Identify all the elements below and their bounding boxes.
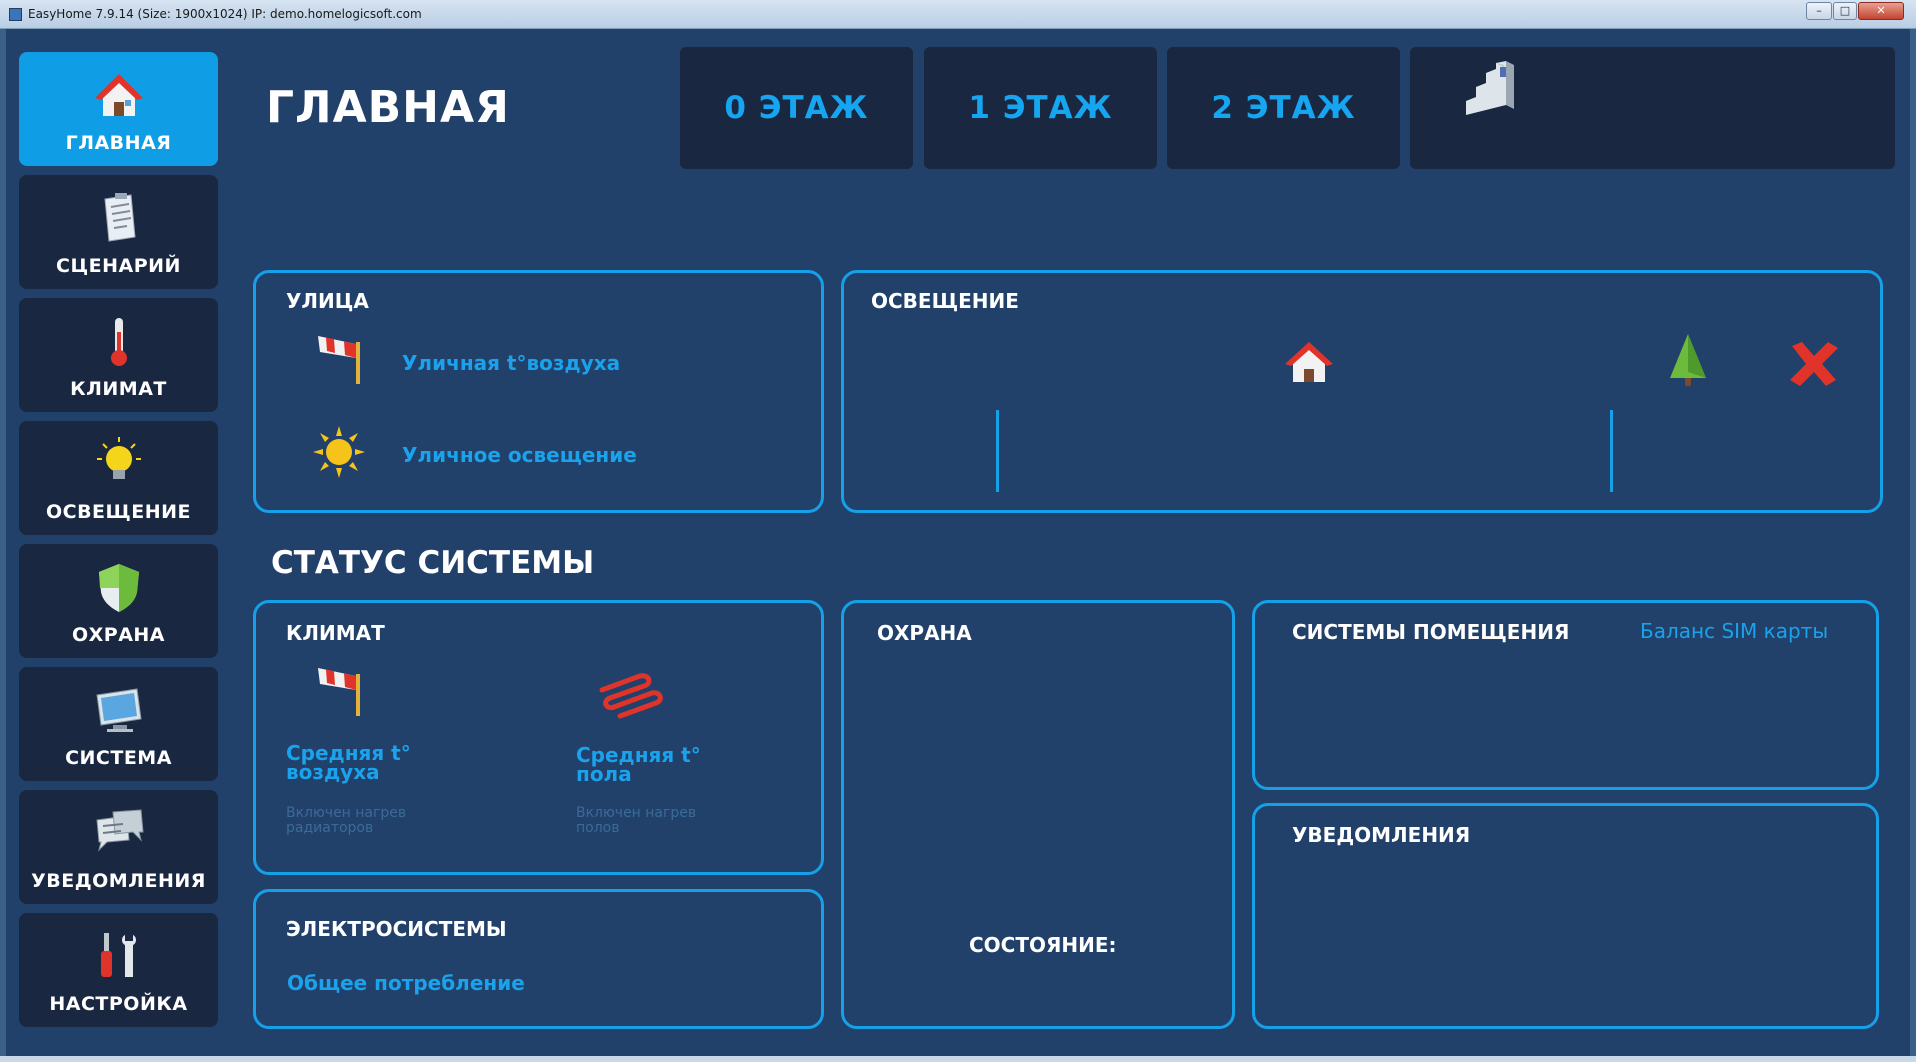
sidebar-item-label: ГЛАВНАЯ xyxy=(65,132,172,154)
climate-panel-title: КЛИМАТ xyxy=(286,621,385,645)
floor-heating-icon xyxy=(599,673,663,719)
home-icon xyxy=(94,74,143,116)
lighting-divider xyxy=(1610,410,1613,492)
system-status-title: СТАТУС СИСТЕМЫ xyxy=(271,545,595,581)
sidebar-item-label: ОХРАНА xyxy=(71,624,166,646)
app-area xyxy=(6,29,1910,1056)
close-x-icon[interactable] xyxy=(1784,340,1844,388)
sidebar-item-label: ОСВЕЩЕНИЕ xyxy=(45,501,191,523)
sidebar-item-scenario[interactable]: СЦЕНАРИЙ xyxy=(19,175,218,289)
tab-floor-2[interactable]: 2 ЭТАЖ xyxy=(1167,47,1400,169)
tab-floor-1[interactable]: 1 ЭТАЖ xyxy=(924,47,1157,169)
sidebar-item-lighting[interactable]: ОСВЕЩЕНИЕ xyxy=(19,421,218,535)
close-window-button[interactable]: ✕ xyxy=(1858,2,1904,20)
sun-icon xyxy=(313,426,365,478)
lighting-panel xyxy=(841,270,1883,513)
climate-panel xyxy=(253,600,824,875)
sidebar-item-label: УВЕДОМЛЕНИЯ xyxy=(31,870,206,892)
lighting-panel-title: ОСВЕЩЕНИЕ xyxy=(871,289,1019,313)
sidebar-item-home[interactable]: ГЛАВНАЯ xyxy=(19,52,218,166)
security-panel-title: ОХРАНА xyxy=(877,621,972,645)
window-titlebar: EasyHome 7.9.14 (Size: 1900x1024) IP: de… xyxy=(0,0,1916,29)
minimize-button[interactable]: – xyxy=(1806,2,1832,20)
sidebar-item-notifications[interactable]: УВЕДОМЛЕНИЯ xyxy=(19,790,218,904)
street-lighting-label[interactable]: Уличное освещение xyxy=(402,443,637,467)
street-panel-title: УЛИЦА xyxy=(286,289,369,313)
light-bulb-icon xyxy=(96,437,141,479)
electro-panel-title: ЭЛЕКТРОСИСТЕМЫ xyxy=(286,917,507,941)
tools-icon xyxy=(100,933,136,977)
room-systems-panel xyxy=(1252,600,1879,790)
climate-floor-status: Включен нагрев полов xyxy=(576,805,697,836)
tree-icon[interactable] xyxy=(1666,332,1710,390)
sidebar-item-security[interactable]: ОХРАНА xyxy=(19,544,218,658)
sidebar-item-label: СИСТЕМА xyxy=(65,747,172,769)
shield-icon xyxy=(98,564,139,612)
app-icon xyxy=(9,8,22,21)
windsock-icon xyxy=(318,668,360,716)
climate-air-status: Включен нагрев радиаторов xyxy=(286,805,407,836)
sidebar-item-climate[interactable]: КЛИМАТ xyxy=(19,298,218,412)
notifications-panel xyxy=(1252,803,1879,1029)
maximize-button[interactable]: □ xyxy=(1833,2,1857,20)
stairs-icon xyxy=(1466,61,1514,115)
sidebar-item-label: КЛИМАТ xyxy=(70,378,167,400)
sidebar-item-label: СЦЕНАРИЙ xyxy=(56,255,181,277)
lighting-divider xyxy=(996,410,999,492)
page-title: ГЛАВНАЯ xyxy=(266,82,510,133)
room-systems-panel-title: СИСТЕМЫ ПОМЕЩЕНИЯ xyxy=(1292,620,1570,644)
scenario-document-icon xyxy=(103,193,136,242)
total-consumption-label[interactable]: Общее потребление xyxy=(287,971,525,995)
sidebar-item-label: НАСТРОЙКА xyxy=(49,993,188,1015)
house-icon[interactable] xyxy=(1279,332,1339,388)
windsock-icon xyxy=(318,336,360,384)
messages-icon xyxy=(95,809,144,852)
security-state-label: СОСТОЯНИЕ: xyxy=(969,933,1117,957)
tab-floor-0[interactable]: 0 ЭТАЖ xyxy=(680,47,913,169)
street-air-temp-label[interactable]: Уличная t°воздуха xyxy=(402,351,621,375)
thermometer-icon xyxy=(110,318,127,366)
sim-balance-label[interactable]: Баланс SIM карты xyxy=(1640,619,1829,643)
monitor-icon xyxy=(95,688,142,732)
climate-floor-temp-label[interactable]: Средняя t° пола xyxy=(576,743,701,786)
street-panel xyxy=(253,270,824,513)
sidebar-item-system[interactable]: СИСТЕМА xyxy=(19,667,218,781)
tab-all-floors[interactable] xyxy=(1410,47,1895,169)
window-bottom-border xyxy=(0,1056,1916,1062)
sidebar-item-settings[interactable]: НАСТРОЙКА xyxy=(19,913,218,1027)
security-panel xyxy=(841,600,1235,1029)
climate-air-temp-label[interactable]: Средняя t° воздуха xyxy=(286,741,411,784)
window-title: EasyHome 7.9.14 (Size: 1900x1024) IP: de… xyxy=(28,7,422,21)
notifications-panel-title: УВЕДОМЛЕНИЯ xyxy=(1292,823,1471,847)
electro-panel xyxy=(253,889,824,1029)
